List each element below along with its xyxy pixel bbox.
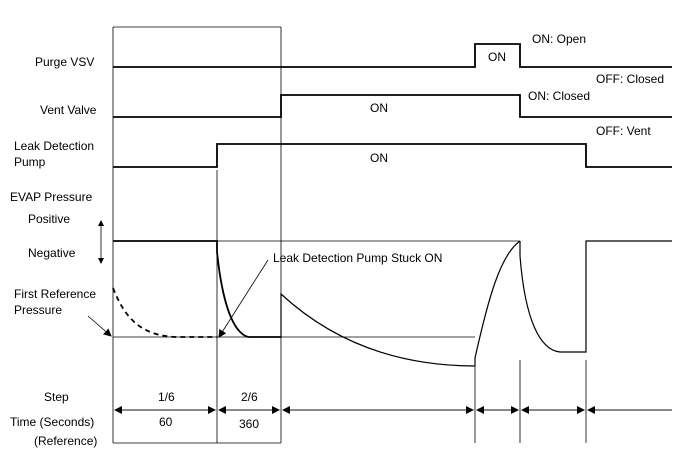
pressure-direction-arrow [98,220,104,264]
phase-dividers [474,360,587,443]
vent-valve-signal [113,94,672,118]
step-label: Step [44,390,69,404]
vent-valve-label: Vent Valve [40,103,97,117]
vent-off-state-label: OFF: Vent [596,124,651,138]
leak-pump-label-line2: Pump [14,155,46,169]
purge-vsv-label: Purge VSV [35,55,94,69]
step-box [112,26,282,444]
vent-on-label: ON [370,101,388,115]
purge-on-state-label: ON: Open [532,32,586,46]
evap-pressure-trace-2 [280,292,476,367]
first-reference-dashed-curve [112,287,217,338]
evap-pressure-label: EVAP Pressure [10,190,93,204]
stuck-on-leader-arrow [218,259,269,338]
step-2-value: 2/6 [241,390,258,404]
first-reference-label-line1: First Reference [14,287,96,301]
time-1-value: 60 [159,415,173,429]
evap-pressure-trace-1 [113,240,281,338]
pump-stuck-on-label: Leak Detection Pump Stuck ON [273,251,442,265]
purge-vsv-signal [113,43,672,68]
leak-pump-signal [113,143,672,168]
positive-label: Positive [28,212,70,226]
first-reference-leader-arrow [87,315,112,337]
time-2-value: 360 [239,417,259,431]
evap-pressure-trace-3 [474,240,521,366]
purge-on-label: ON [488,50,506,64]
purge-off-state-label: OFF: Closed [596,72,664,86]
vent-on-state-label: ON: Closed [528,89,590,103]
step-1-value: 1/6 [158,390,175,404]
evap-pressure-trace-4 [519,240,672,353]
negative-label: Negative [28,246,76,260]
time-reference-label: (Reference) [34,434,97,448]
first-reference-label-line2: Pressure [14,303,62,317]
leak-pump-label-line1: Leak Detection [14,139,94,153]
time-label: Time (Seconds) [10,415,94,429]
pump-on-label: ON [370,151,388,165]
